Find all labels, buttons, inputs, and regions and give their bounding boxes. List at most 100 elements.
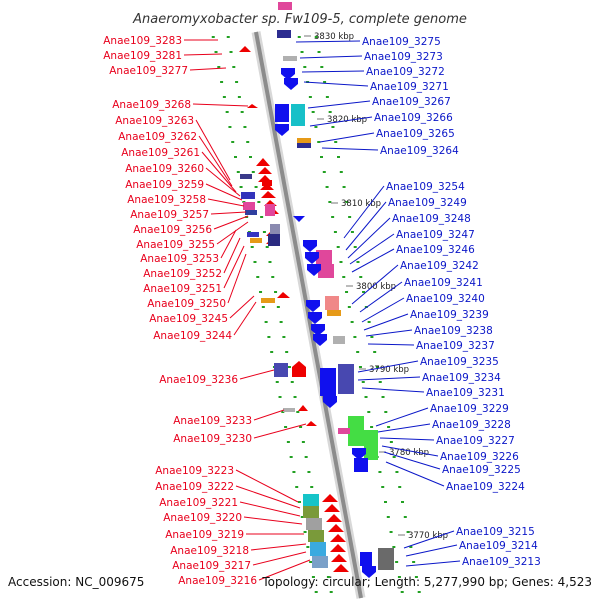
right-gene-label[interactable]: Anae109_3227	[436, 435, 515, 447]
right-gene-label[interactable]: Anae109_3213	[462, 556, 541, 568]
right-gene-label[interactable]: Anae109_3247	[396, 229, 475, 241]
left-gene-label[interactable]: Anae109_3223	[155, 465, 234, 477]
left-gene-label[interactable]: Anae109_3251	[143, 283, 222, 295]
track-dot	[314, 591, 318, 593]
right-gene-label[interactable]: Anae109_3237	[416, 340, 495, 352]
right-gene-label[interactable]: Anae109_3272	[366, 66, 445, 78]
reverse-gene	[306, 300, 320, 312]
right-gene-label[interactable]: Anae109_3235	[420, 356, 499, 368]
left-gene-label[interactable]: Anae109_3258	[127, 194, 206, 206]
right-gene-label[interactable]: Anae109_3267	[372, 96, 451, 108]
forward-gene	[247, 104, 258, 108]
gene-block	[318, 264, 334, 278]
left-gene-label[interactable]: Anae109_3253	[140, 253, 219, 265]
right-gene-label[interactable]: Anae109_3266	[374, 112, 453, 124]
left-gene-label[interactable]: Anae109_3245	[149, 313, 228, 325]
track-dot	[328, 111, 332, 113]
track-dot	[320, 156, 324, 158]
right-gene-label[interactable]: Anae109_3265	[376, 128, 455, 140]
left-gene-label[interactable]: Anae109_3252	[143, 268, 222, 280]
left-gene-label[interactable]: Anae109_3260	[125, 163, 204, 175]
leader-line	[205, 183, 243, 201]
left-gene-label[interactable]: Anae109_3244	[153, 330, 232, 342]
leader-line	[252, 551, 307, 566]
right-gene-label[interactable]: Anae109_3224	[446, 481, 525, 493]
left-gene-label[interactable]: Anae109_3268	[112, 99, 191, 111]
reverse-strand-features	[275, 2, 394, 578]
forward-gene	[258, 175, 272, 182]
left-gene-label[interactable]: Anae109_3220	[163, 512, 242, 524]
track-dot	[325, 186, 329, 188]
left-gene-label[interactable]: Anae109_3255	[136, 239, 215, 251]
track-dot	[265, 246, 269, 248]
track-dot	[222, 96, 226, 98]
right-gene-label[interactable]: Anae109_3240	[406, 293, 485, 305]
right-gene-label[interactable]: Anae109_3241	[404, 277, 483, 289]
ruler-tick-label: 3790 kbp	[369, 365, 409, 375]
left-gene-label[interactable]: Anae109_3236	[159, 374, 238, 386]
gene-block	[243, 202, 255, 210]
track-dot	[317, 141, 321, 143]
track-dot	[311, 111, 315, 113]
right-gene-label[interactable]: Anae109_3249	[388, 197, 467, 209]
leader-line	[189, 67, 227, 71]
left-gene-label[interactable]: Anae109_3230	[173, 433, 252, 445]
forward-gene	[277, 292, 290, 298]
leader-line	[205, 167, 241, 197]
track-dot	[290, 381, 294, 383]
gene-block	[348, 416, 364, 446]
right-gene-label[interactable]: Anae109_3242	[400, 260, 479, 272]
left-gene-label[interactable]: Anae109_3283	[103, 35, 182, 47]
track-dot	[378, 471, 382, 473]
left-gene-label[interactable]: Anae109_3261	[121, 147, 200, 159]
right-gene-label[interactable]: Anae109_3254	[386, 181, 465, 193]
forward-gene	[333, 564, 349, 572]
right-gene-label[interactable]: Anae109_3264	[380, 145, 459, 157]
right-gene-label[interactable]: Anae109_3231	[426, 387, 505, 399]
left-gene-label[interactable]: Anae109_3250	[147, 298, 226, 310]
right-gene-label[interactable]: Anae109_3238	[414, 325, 493, 337]
track-dot	[295, 486, 299, 488]
left-gene-label[interactable]: Anae109_3217	[172, 560, 251, 572]
left-gene-label[interactable]: Anae109_3281	[103, 50, 182, 62]
leader-line	[223, 237, 241, 274]
track-dot	[353, 336, 357, 338]
right-gene-label[interactable]: Anae109_3234	[422, 372, 501, 384]
right-gene-label[interactable]: Anae109_3248	[392, 213, 471, 225]
right-gene-label[interactable]: Anae109_3246	[396, 244, 475, 256]
track-dot	[225, 111, 229, 113]
left-gene-label[interactable]: Anae109_3256	[133, 224, 212, 236]
leader-line	[243, 516, 303, 525]
left-gene-label[interactable]: Anae109_3221	[159, 497, 238, 509]
left-gene-label[interactable]: Anae109_3216	[178, 575, 257, 587]
right-gene-label[interactable]: Anae109_3275	[362, 36, 441, 48]
left-gene-labels: Anae109_3283Anae109_3281Anae109_3277Anae…	[103, 35, 257, 587]
right-gene-label[interactable]: Anae109_3215	[456, 526, 535, 538]
track-dot	[384, 501, 388, 503]
reverse-gene	[313, 334, 327, 346]
left-gene-label[interactable]: Anae109_3257	[130, 209, 209, 221]
ruler-tick-label: 3780 kbp	[389, 448, 429, 458]
left-gene-label[interactable]: Anae109_3277	[109, 65, 188, 77]
right-gene-label[interactable]: Anae109_3229	[430, 403, 509, 415]
gene-block	[338, 364, 354, 394]
track-dot	[282, 336, 286, 338]
left-gene-label[interactable]: Anae109_3233	[173, 415, 252, 427]
right-gene-label[interactable]: Anae109_3214	[459, 540, 538, 552]
left-gene-label[interactable]: Anae109_3259	[125, 179, 204, 191]
left-gene-label[interactable]: Anae109_3222	[155, 481, 234, 493]
right-gene-label[interactable]: Anae109_3225	[442, 464, 521, 476]
left-gene-label[interactable]: Anae109_3219	[165, 529, 244, 541]
leader-line	[229, 295, 255, 319]
track-dot	[398, 486, 402, 488]
left-gene-label[interactable]: Anae109_3218	[170, 545, 249, 557]
left-gene-label[interactable]: Anae109_3262	[118, 131, 197, 143]
left-gene-label[interactable]: Anae109_3263	[115, 115, 194, 127]
right-gene-label[interactable]: Anae109_3271	[370, 81, 449, 93]
right-gene-label[interactable]: Anae109_3239	[410, 309, 489, 321]
right-gene-label[interactable]: Anae109_3273	[364, 51, 443, 63]
track-guides	[211, 36, 421, 593]
track-dot	[240, 111, 244, 113]
right-gene-label[interactable]: Anae109_3228	[432, 419, 511, 431]
right-gene-label[interactable]: Anae109_3226	[440, 451, 519, 463]
